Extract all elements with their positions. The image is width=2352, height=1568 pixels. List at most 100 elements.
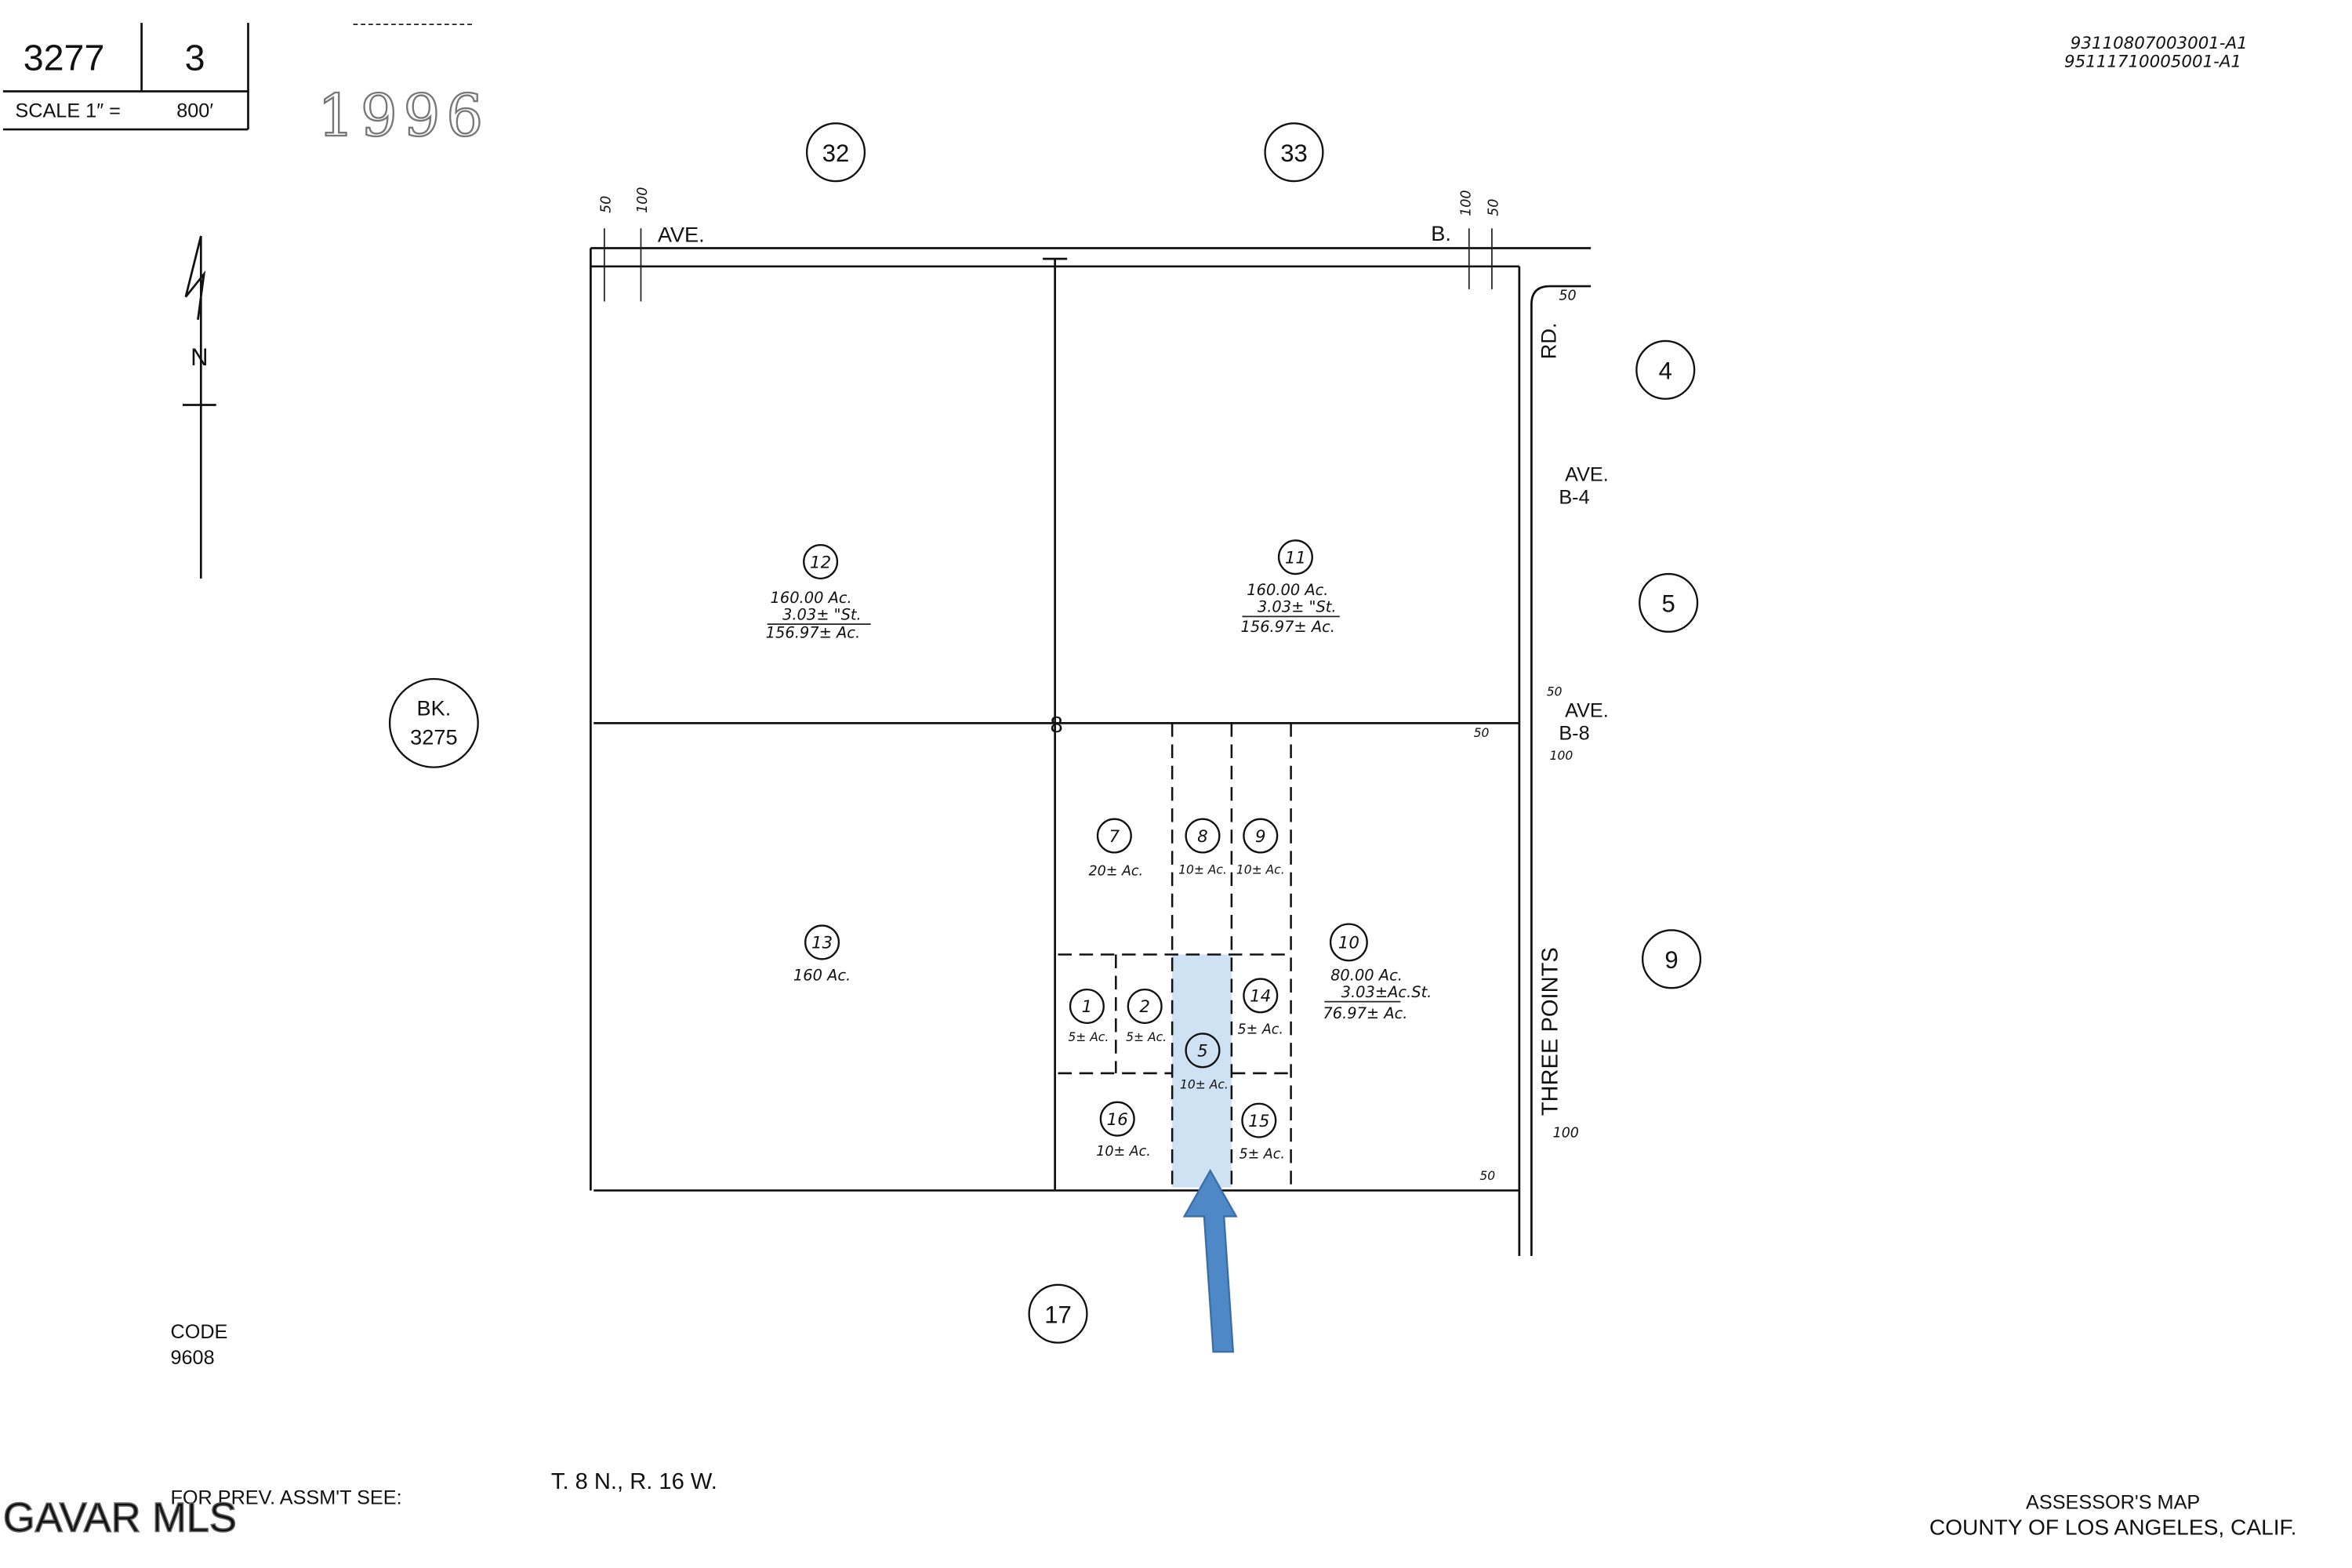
svg-text:5: 5: [1662, 590, 1675, 618]
svg-text:50: 50: [1479, 1169, 1495, 1183]
svg-text:50: 50: [1474, 726, 1490, 740]
section-5: 5: [1639, 572, 1699, 633]
lot-9[interactable]: 9 10± Ac.: [1236, 818, 1285, 877]
road-label-ave-b8: AVE.: [1565, 700, 1609, 722]
svg-text:50: 50: [1547, 684, 1563, 699]
watermark: GAVAR MLS: [3, 1495, 237, 1541]
svg-text:100: 100: [1459, 190, 1475, 216]
map-title: ASSESSOR'S MAP: [2026, 1491, 2200, 1513]
north-arrow-icon: N: [183, 235, 216, 579]
svg-text:20± Ac.: 20± Ac.: [1089, 864, 1144, 880]
svg-text:N: N: [191, 343, 208, 371]
section-17: 17: [1028, 1283, 1088, 1344]
svg-text:3.03±Ac.St.: 3.03±Ac.St.: [1341, 983, 1432, 1001]
svg-text:50: 50: [1559, 289, 1576, 304]
svg-text:9: 9: [1664, 946, 1678, 974]
section-number-8: 8: [1050, 713, 1062, 738]
road-label-ave-b4: B-4: [1559, 487, 1589, 509]
svg-text:50: 50: [599, 196, 615, 213]
road-label-three-points: THREE POINTS: [1537, 947, 1563, 1116]
year-stamp: 1996: [318, 83, 489, 150]
parcel-lines: [590, 228, 1592, 1256]
svg-text:12: 12: [810, 553, 831, 572]
svg-text:BK.: BK.: [416, 696, 451, 720]
svg-text:76.97± Ac.: 76.97± Ac.: [1323, 1004, 1407, 1022]
code-value: 9608: [170, 1347, 214, 1369]
svg-text:160.00 Ac.: 160.00 Ac.: [771, 589, 852, 607]
lot-1[interactable]: 1 5± Ac.: [1068, 988, 1109, 1044]
lot-8[interactable]: 8 10± Ac.: [1178, 818, 1227, 877]
road-label-rd: RD.: [1536, 322, 1560, 359]
road-label-ave-b4: AVE.: [1565, 464, 1609, 486]
svg-text:100: 100: [1550, 749, 1573, 763]
svg-text:7: 7: [1109, 827, 1120, 847]
svg-text:10± Ac.: 10± Ac.: [1180, 1077, 1229, 1091]
svg-text:100: 100: [1553, 1125, 1579, 1141]
svg-text:3275: 3275: [410, 725, 457, 750]
lot-15[interactable]: 15 5± Ac.: [1239, 1102, 1285, 1163]
section-33: 33: [1264, 122, 1324, 183]
map-book-number: 3277: [24, 37, 105, 78]
svg-text:10± Ac.: 10± Ac.: [1178, 863, 1227, 877]
svg-text:13: 13: [811, 934, 833, 953]
svg-text:14: 14: [1250, 987, 1271, 1007]
svg-text:32: 32: [822, 140, 850, 167]
road-label-ave-b8: B-8: [1559, 723, 1589, 745]
svg-text:50: 50: [1486, 198, 1502, 216]
svg-text:8: 8: [1197, 827, 1208, 847]
prev-assessment-label: FOR PREV. ASSM'T SEE:: [170, 1486, 401, 1508]
lot-2[interactable]: 2 5± Ac.: [1126, 988, 1167, 1044]
arrow-up-icon: [1182, 1168, 1238, 1353]
svg-text:11: 11: [1285, 548, 1306, 568]
lot-7[interactable]: 7 20± Ac.: [1089, 818, 1144, 880]
revision-code: 95111710005001-A1: [2064, 52, 2241, 71]
section-4: 4: [1635, 339, 1696, 400]
code-label: CODE: [170, 1321, 227, 1343]
map-title-county: COUNTY OF LOS ANGELES, CALIF.: [1929, 1515, 2297, 1539]
svg-text:156.97± Ac.: 156.97± Ac.: [766, 624, 860, 642]
revision-code: 93110807003001-A1: [2071, 34, 2248, 53]
svg-text:10± Ac.: 10± Ac.: [1236, 863, 1285, 877]
svg-text:15: 15: [1248, 1112, 1269, 1131]
svg-text:9: 9: [1255, 827, 1266, 847]
map-number-box: 3277 3 SCALE 1″ = 800′: [2, 23, 249, 131]
road-label-ave: AVE.: [658, 223, 705, 247]
scale-value: 800′: [176, 100, 213, 122]
book-3275: BK. 3275: [388, 677, 479, 768]
lot-16[interactable]: 16 10± Ac.: [1096, 1101, 1151, 1160]
svg-text:10± Ac.: 10± Ac.: [1096, 1144, 1151, 1160]
svg-text:156.97± Ac.: 156.97± Ac.: [1241, 618, 1335, 636]
svg-text:17: 17: [1044, 1301, 1072, 1328]
highlighted-lot-5[interactable]: [1172, 954, 1232, 1188]
svg-text:160 Ac.: 160 Ac.: [793, 966, 851, 984]
svg-text:5± Ac.: 5± Ac.: [1239, 1147, 1284, 1163]
svg-text:4: 4: [1659, 357, 1672, 384]
svg-text:2: 2: [1139, 997, 1150, 1017]
svg-text:1: 1: [1082, 997, 1093, 1017]
svg-text:3.03± "St.: 3.03± "St.: [1258, 598, 1337, 616]
section-32: 32: [805, 122, 866, 183]
lot-14[interactable]: 14 5± Ac.: [1238, 978, 1283, 1038]
township-range: T. 8 N., R. 16 W.: [551, 1469, 717, 1494]
lot-11[interactable]: 11 160.00 Ac.3.03± "St. 156.97± Ac.: [1241, 539, 1340, 636]
map-page-number: 3: [185, 37, 205, 78]
svg-text:5± Ac.: 5± Ac.: [1126, 1030, 1167, 1044]
svg-text:33: 33: [1280, 140, 1308, 167]
lot-12[interactable]: 12 160.00 Ac.3.03± "St. 156.97± Ac.: [766, 543, 871, 642]
road-label-b: B.: [1431, 221, 1451, 245]
lot-5[interactable]: 5 10± Ac.: [1180, 1033, 1229, 1091]
svg-text:16: 16: [1107, 1110, 1128, 1130]
svg-text:10: 10: [1338, 934, 1359, 953]
svg-text:5: 5: [1197, 1042, 1208, 1062]
lot-10[interactable]: 10 80.00 Ac.3.03±Ac.St. 76.97± Ac.: [1323, 923, 1432, 1022]
svg-text:100: 100: [635, 187, 651, 213]
svg-text:80.00 Ac.: 80.00 Ac.: [1330, 966, 1403, 984]
svg-text:160.00 Ac.: 160.00 Ac.: [1247, 581, 1328, 599]
section-9: 9: [1641, 929, 1702, 989]
dimension-labels: 50 100 100 50 50 50 50 100 100 50: [599, 187, 1579, 1183]
svg-text:5± Ac.: 5± Ac.: [1238, 1022, 1283, 1037]
svg-text:5± Ac.: 5± Ac.: [1068, 1030, 1109, 1044]
lot-13[interactable]: 13 160 Ac.: [793, 924, 851, 985]
svg-text:3.03± "St.: 3.03± "St.: [782, 605, 862, 623]
